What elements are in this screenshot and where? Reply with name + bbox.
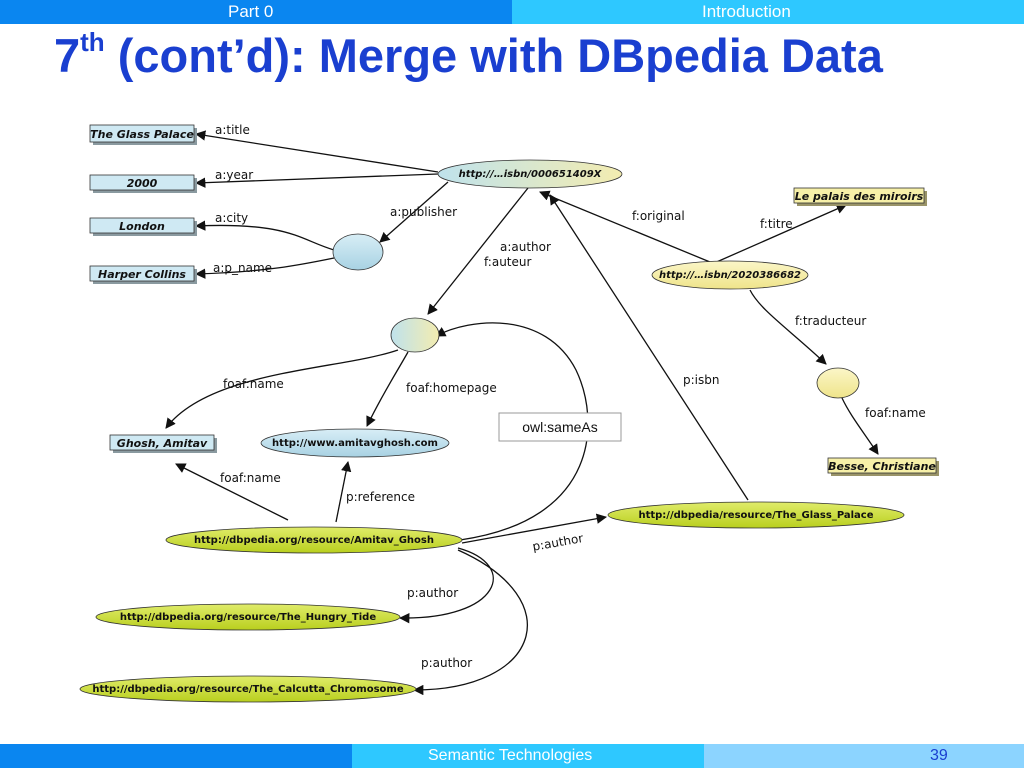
edge-label-foaf-name-2: foaf:name (220, 471, 281, 485)
edge-original-line (539, 190, 711, 263)
literal-box-glass-palace (89, 124, 195, 143)
literal-box-besse (827, 457, 937, 474)
bottom-bar: Semantic Technologies 39 (0, 744, 1024, 768)
slide-title: 7th (cont’d): Merge with DBpedia Data (54, 27, 883, 83)
edge-label-traducteur: f:traducteur (795, 314, 866, 328)
edge-reference-line (335, 460, 352, 523)
course-label: Semantic Technologies (428, 747, 593, 764)
literal-glass-palace: The Glass Palace (90, 128, 194, 141)
edge-label-foaf-name-3: foaf:name (865, 406, 926, 420)
edge-isbn-line (549, 194, 749, 501)
blank-node-author (390, 317, 440, 353)
blank-node-translator (816, 367, 860, 399)
node-isbn-fr (651, 260, 809, 290)
edge-author-calcutta-line (412, 549, 529, 696)
bottom-bar-middle (352, 744, 704, 768)
section-label: Part 0 (228, 2, 274, 21)
literal-harper: Harper Collins (98, 268, 186, 281)
resource-nodes: http://…isbn/000651409X http://…isbn/202… (79, 159, 905, 703)
edge-author-line (427, 187, 529, 315)
page-number: 39 (930, 747, 948, 764)
title-ordinal: 7 (54, 29, 81, 82)
same-as-label: owl:sameAs (522, 419, 597, 435)
literal-year: 2000 (127, 177, 158, 190)
edge-label-city: a:city (215, 211, 248, 225)
label-isbn-fr: http://…isbn/2020386682 (659, 270, 801, 281)
edge-foaf-name-1-line (165, 349, 399, 429)
node-dbp-glass (607, 501, 905, 529)
label-dbp-tide: http://dbpedia.org/resource/The_Hungry_T… (120, 612, 376, 623)
blank-node-publisher (332, 233, 384, 271)
node-dbp-ghosh (165, 526, 463, 554)
literal-besse: Besse, Christiane (828, 460, 936, 473)
title-text: (cont’d): Merge with DBpedia Data (104, 29, 883, 82)
edge-traducteur-line (749, 289, 827, 365)
label-dbp-ghosh: http://dbpedia.org/resource/Amitav_Ghosh (194, 535, 434, 546)
literal-box-ghosh (109, 434, 215, 451)
rdf-graph-diagram: The Glass Palace 2000 London Harper Coll… (79, 123, 939, 703)
literal-box-london (89, 217, 195, 234)
edge-foaf-homepage-line (366, 351, 409, 427)
edge-label-author: a:author (500, 240, 551, 254)
literal-london: London (119, 220, 165, 233)
literal-ghosh: Ghosh, Amitav (117, 437, 208, 450)
edge-year-line (194, 173, 439, 188)
literal-box-harper (89, 265, 195, 282)
edge-label-titre: f:titre (760, 217, 793, 231)
literal-box-palais (793, 187, 925, 204)
same-as-callout: owl:sameAs (498, 412, 622, 442)
edge-foaf-name-3-line (841, 397, 879, 455)
edge-label-author-glass: p:author (531, 531, 584, 554)
edge-titre-line (711, 204, 847, 265)
edge-label-publisher: a:publisher (390, 205, 457, 219)
edge-author-glass-line (461, 513, 608, 544)
edge-label-isbn: p:isbn (683, 373, 719, 387)
edges (165, 130, 879, 696)
edge-labels: a:title a:year a:city a:p_name a:publish… (213, 123, 926, 670)
literal-box-year (89, 174, 195, 191)
label-isbn-en: http://…isbn/000651409X (459, 169, 603, 180)
node-isbn-en (437, 159, 623, 189)
edge-title-line (194, 130, 439, 173)
label-dbp-glass: http://dbpedia/resource/The_Glass_Palace (638, 510, 873, 521)
edge-publisher-line (379, 181, 449, 243)
edge-same-as-line (435, 322, 589, 541)
node-dbp-tide (95, 603, 401, 631)
edge-label-author-calcutta: p:author (421, 656, 472, 670)
label-homepage: http://www.amitavghosh.com (272, 438, 438, 449)
edge-label-year: a:year (215, 168, 253, 182)
edge-label-author-tide: p:author (407, 586, 458, 600)
node-homepage (260, 428, 450, 458)
edge-label-title: a:title (215, 123, 250, 137)
bottom-bar-left (0, 744, 352, 768)
top-bar-right (512, 0, 1024, 24)
topic-label: Introduction (702, 2, 791, 21)
top-bar: Part 0 Introduction (0, 0, 1024, 24)
label-dbp-calcutta: http://dbpedia.org/resource/The_Calcutta… (92, 684, 403, 695)
literal-palais: Le palais des miroirs (795, 190, 924, 203)
node-dbp-calcutta (79, 675, 417, 703)
edge-label-p-name: a:p_name (213, 261, 272, 275)
edge-label-original: f:original (632, 209, 685, 223)
bottom-bar-right (704, 744, 1024, 768)
edge-label-reference: p:reference (346, 490, 415, 504)
top-bar-left (0, 0, 512, 24)
edge-p-name-line (194, 257, 335, 279)
literal-nodes: The Glass Palace 2000 London Harper Coll… (89, 124, 939, 476)
edge-label-auteur: f:auteur (484, 255, 531, 269)
edge-city-line (194, 220, 335, 251)
title-ordinal-suffix: th (80, 27, 105, 58)
edge-label-foaf-homepage: foaf:homepage (406, 381, 497, 395)
same-as-box (498, 412, 622, 442)
edge-foaf-name-2-line (175, 463, 289, 521)
edge-label-foaf-name-1: foaf:name (223, 377, 284, 391)
edge-author-tide-line (398, 547, 494, 624)
